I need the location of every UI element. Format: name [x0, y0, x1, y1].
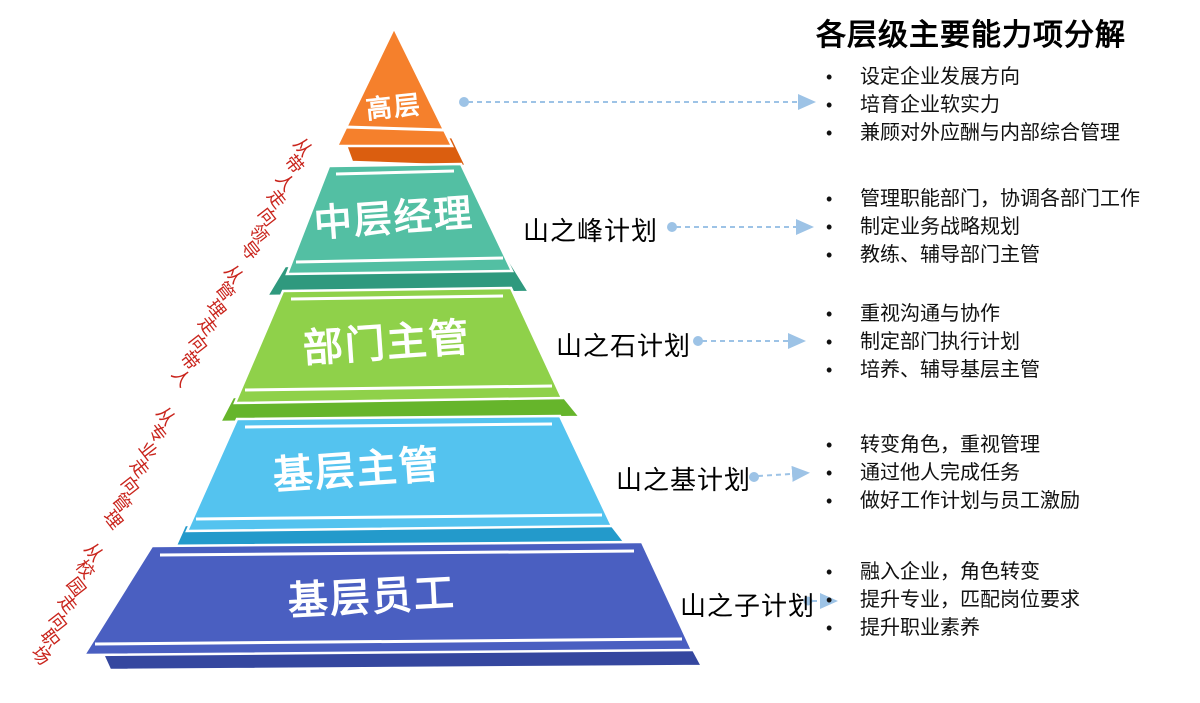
bullet-icon: • — [826, 304, 833, 324]
capability-text: 融入企业，角色转变 — [860, 561, 1040, 583]
list-item: • 重视沟通与协作 — [822, 300, 1194, 328]
bullet-icon: • — [826, 618, 833, 638]
bullet-icon: • — [826, 491, 833, 511]
capability-list-5: • 融入企业，角色转变 • 提升专业，匹配岗位要求 • 提升职业素养 — [822, 558, 1194, 642]
bullet-icon: • — [826, 435, 833, 455]
capability-list-2: • 管理职能部门，协调各部门工作 • 制定业务战略规划 • 教练、辅导部门主管 — [822, 185, 1194, 269]
connector-line-4 — [757, 465, 810, 482]
level-top-shape — [335, 25, 455, 148]
capability-text: 培养、辅导基层主管 — [860, 359, 1040, 381]
page-title: 各层级主要能力项分解 — [816, 19, 1126, 52]
list-item: • 做好工作计划与员工激励 — [822, 487, 1194, 515]
connector-dot-top — [459, 97, 469, 107]
capability-text: 管理职能部门，协调各部门工作 — [860, 188, 1140, 210]
level-3-top-line — [290, 294, 504, 301]
level-4-top-line — [244, 422, 553, 429]
plan-label-shanzhiji: 山之基计划 — [616, 465, 752, 495]
level-top-divider — [344, 125, 445, 132]
capability-text: 提升专业，匹配岗位要求 — [860, 589, 1080, 611]
bullet-icon: • — [826, 123, 833, 143]
list-item: • 管理职能部门，协调各部门工作 — [822, 185, 1194, 213]
level-4-shape — [185, 414, 614, 533]
bullet-icon: • — [826, 463, 833, 483]
capability-text: 做好工作计划与员工激励 — [860, 490, 1080, 512]
pyramid-level-top: 高层 — [335, 25, 469, 168]
bullet-icon: • — [826, 189, 833, 209]
pyramid-level-5: 基层员工 — [81, 540, 705, 672]
bullet-icon: • — [826, 95, 833, 115]
capability-text: 制定业务战略规划 — [860, 216, 1020, 238]
pyramid-level-2: 中层经理 — [264, 162, 532, 298]
level-5-top-line — [159, 549, 635, 557]
bullet-icon: • — [826, 217, 833, 237]
list-item: • 设定企业发展方向 — [822, 63, 1194, 91]
level-5-bottom-line — [94, 637, 683, 646]
list-item: • 教练、辅导部门主管 — [822, 241, 1194, 269]
level-5-shape — [81, 540, 694, 657]
level-3-bottom-line — [244, 384, 553, 392]
capability-text: 教练、辅导部门主管 — [860, 244, 1040, 266]
level-3-shape — [233, 286, 564, 405]
list-item: • 培养、辅导基层主管 — [822, 356, 1194, 384]
connector-dot-3 — [693, 336, 703, 346]
level-2-top-line — [335, 169, 455, 176]
capability-list-4: • 转变角色，重视管理 • 通过他人完成任务 • 做好工作计划与员工激励 — [822, 431, 1194, 515]
level-5-label: 基层员工 — [287, 571, 457, 624]
list-item: • 提升职业素养 — [822, 614, 1194, 642]
level-4-bottom-line — [195, 513, 603, 521]
list-item: • 融入企业，角色转变 — [822, 558, 1194, 586]
capability-text: 设定企业发展方向 — [860, 66, 1020, 88]
bullet-icon: • — [826, 67, 833, 87]
pyramid-level-4: 基层主管 — [170, 414, 633, 556]
list-item: • 制定业务战略规划 — [822, 213, 1194, 241]
capability-text: 制定部门执行计划 — [860, 331, 1020, 353]
connector-dot-5 — [803, 596, 813, 606]
bullet-icon: • — [826, 245, 833, 265]
list-item: • 转变角色，重视管理 — [822, 431, 1194, 459]
plan-label-shanzhizi: 山之子计划 — [680, 591, 816, 621]
capability-text: 转变角色，重视管理 — [860, 434, 1040, 456]
list-item: • 通过他人完成任务 — [822, 459, 1194, 487]
connector-dot-2 — [667, 222, 677, 232]
level-top-label: 高层 — [364, 89, 423, 125]
pyramid-level-3: 部门主管 — [217, 286, 583, 424]
bullet-icon: • — [826, 332, 833, 352]
capability-text: 提升职业素养 — [860, 617, 980, 639]
bullet-icon: • — [826, 562, 833, 582]
list-item: • 兼顾对外应酬与内部综合管理 — [822, 119, 1194, 147]
connectors — [468, 94, 838, 609]
connector-dots — [459, 97, 813, 606]
bullet-icon: • — [826, 360, 833, 380]
capability-list-top: • 设定企业发展方向 • 培育企业软实力 • 兼顾对外应酬与内部综合管理 — [822, 63, 1194, 147]
level-2-bottom-line — [295, 256, 504, 264]
capability-text: 通过他人完成任务 — [860, 462, 1020, 484]
plan-label-shanzhifeng: 山之峰计划 — [523, 216, 659, 246]
connector-dot-4 — [749, 472, 759, 482]
level-2-shape — [285, 162, 514, 276]
list-item: • 制定部门执行计划 — [822, 328, 1194, 356]
list-item: • 培育企业软实力 — [822, 91, 1194, 119]
capability-text: 重视沟通与协作 — [860, 303, 1000, 325]
bullet-icon: • — [826, 590, 833, 610]
capability-list-3: • 重视沟通与协作 • 制定部门执行计划 • 培养、辅导基层主管 — [822, 300, 1194, 384]
capability-text: 培育企业软实力 — [860, 94, 1000, 116]
capability-text: 兼顾对外应酬与内部综合管理 — [860, 122, 1120, 144]
plan-label-shanzhishi: 山之石计划 — [556, 331, 692, 361]
list-item: • 提升专业，匹配岗位要求 — [822, 586, 1194, 614]
